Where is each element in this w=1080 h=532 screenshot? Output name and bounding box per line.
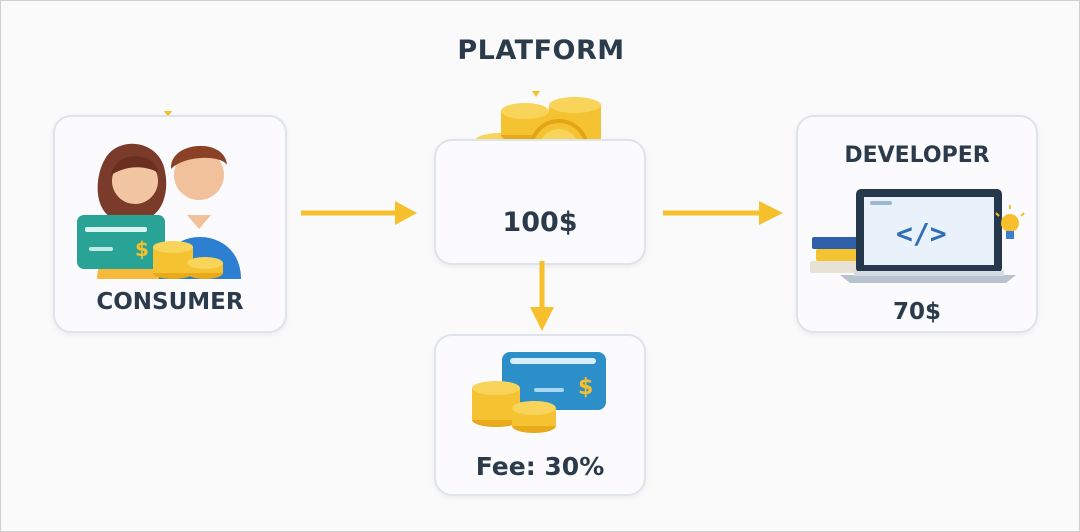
platform-amount: 100$ — [502, 207, 578, 238]
arrow-down-icon — [530, 261, 554, 331]
small-marker-icon — [164, 111, 172, 117]
svg-text:$: $ — [578, 375, 593, 400]
consumer-label: CONSUMER — [96, 289, 244, 315]
platform-card: 100$ — [434, 139, 646, 265]
svg-text:</>: </> — [896, 217, 947, 250]
platform-title: PLATFORM — [457, 35, 625, 66]
arrow-right-icon — [301, 201, 417, 225]
svg-text:$: $ — [135, 237, 149, 261]
developer-label: DEVELOPER — [844, 143, 990, 168]
developer-card: DEVELOPER </> 70$ — [796, 115, 1038, 333]
fee-card-coins-icon: $ — [472, 352, 606, 433]
arrow-right-icon — [663, 201, 783, 225]
consumer-card-coins-icon: $ — [77, 215, 223, 279]
small-marker-icon — [532, 91, 540, 97]
fee-label: Fee: 30% — [475, 452, 605, 481]
fee-card: $ Fee: 30% — [434, 334, 646, 496]
developer-amount: 70$ — [892, 299, 941, 325]
laptop-code-icon: </> — [810, 189, 1025, 283]
consumer-card: $ CONSUMER — [53, 115, 287, 333]
